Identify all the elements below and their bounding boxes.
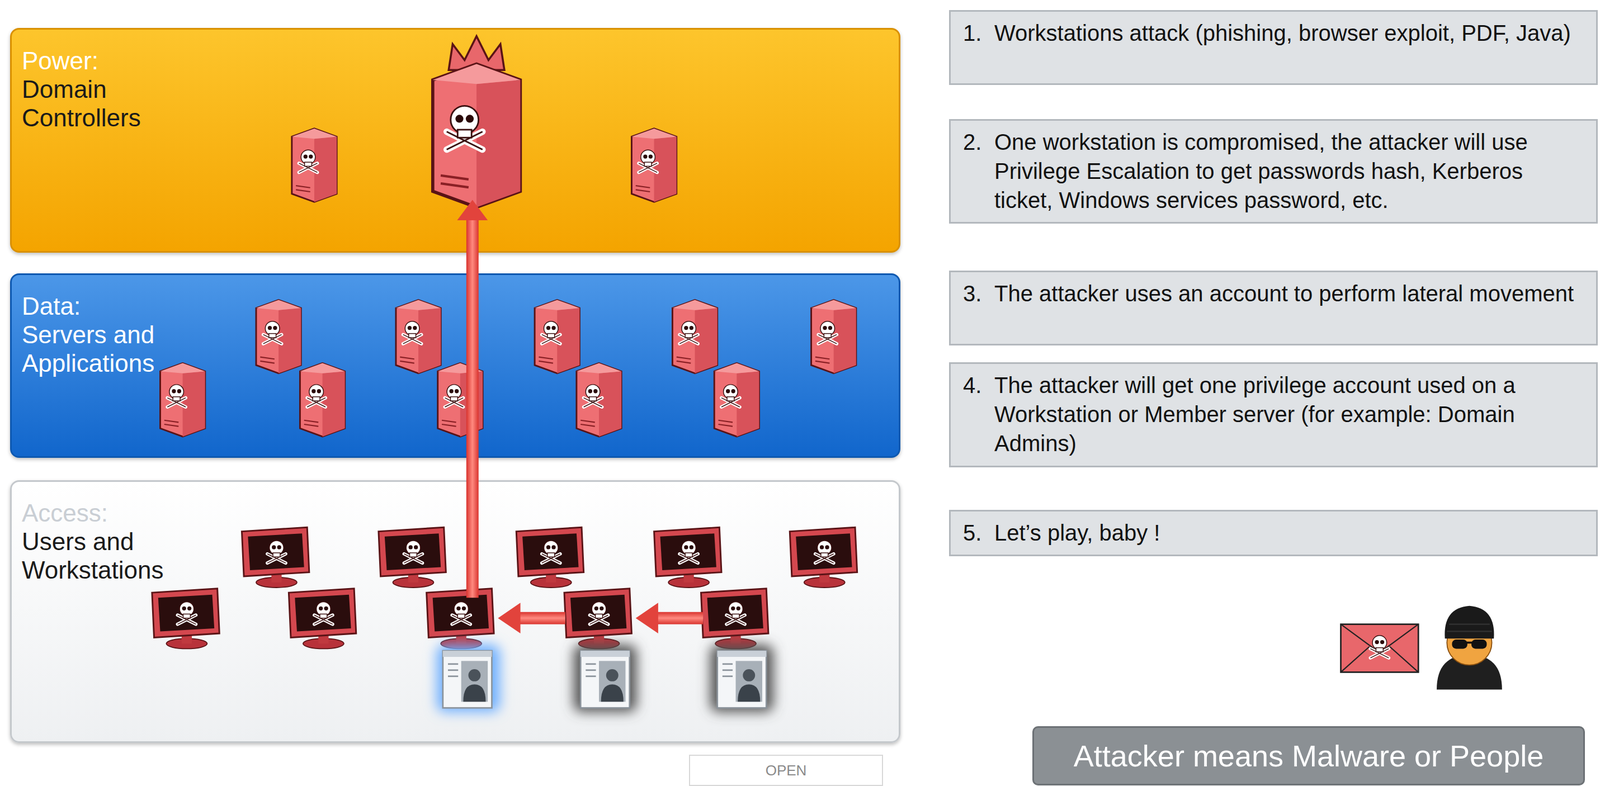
step-text: The attacker will get one privilege acco… <box>994 370 1585 459</box>
step-text: Let’s play, baby ! <box>994 518 1585 548</box>
step-text: One workstation is compromised, the atta… <box>994 127 1585 215</box>
tag-text: OPEN <box>765 762 807 780</box>
step-box: 3. The attacker uses an account to perfor… <box>949 270 1598 346</box>
note-text: Attacker means Malware or People <box>1073 738 1544 774</box>
band-heading: Power: <box>21 46 162 75</box>
step-number: 4. <box>963 370 982 400</box>
step-box: 1. Workstations attack (phishing, browser… <box>949 10 1598 86</box>
step-box: 2. One workstation is compromised, the at… <box>949 119 1598 224</box>
band-body: Domain Controllers <box>21 74 162 132</box>
step-number: 1. <box>963 18 982 48</box>
band-body: Users and Workstations <box>21 527 162 585</box>
band-body: Servers and Applications <box>21 320 162 378</box>
attacker-note: Attacker means Malware or People <box>1032 726 1585 786</box>
classification-tag: OPEN <box>688 754 884 786</box>
step-number: 2. <box>963 127 982 157</box>
step-text: The attacker uses an account to perform … <box>994 279 1585 309</box>
step-box: 5. Let’s play, baby ! <box>949 510 1598 557</box>
step-number: 3. <box>963 279 982 309</box>
band-heading: Data: <box>21 291 162 321</box>
step-number: 5. <box>963 518 982 548</box>
step-text: Workstations attack (phishing, browser e… <box>994 18 1585 48</box>
band-heading: Access: <box>21 498 162 528</box>
step-box: 4. The attacker will get one privilege ac… <box>949 362 1598 468</box>
